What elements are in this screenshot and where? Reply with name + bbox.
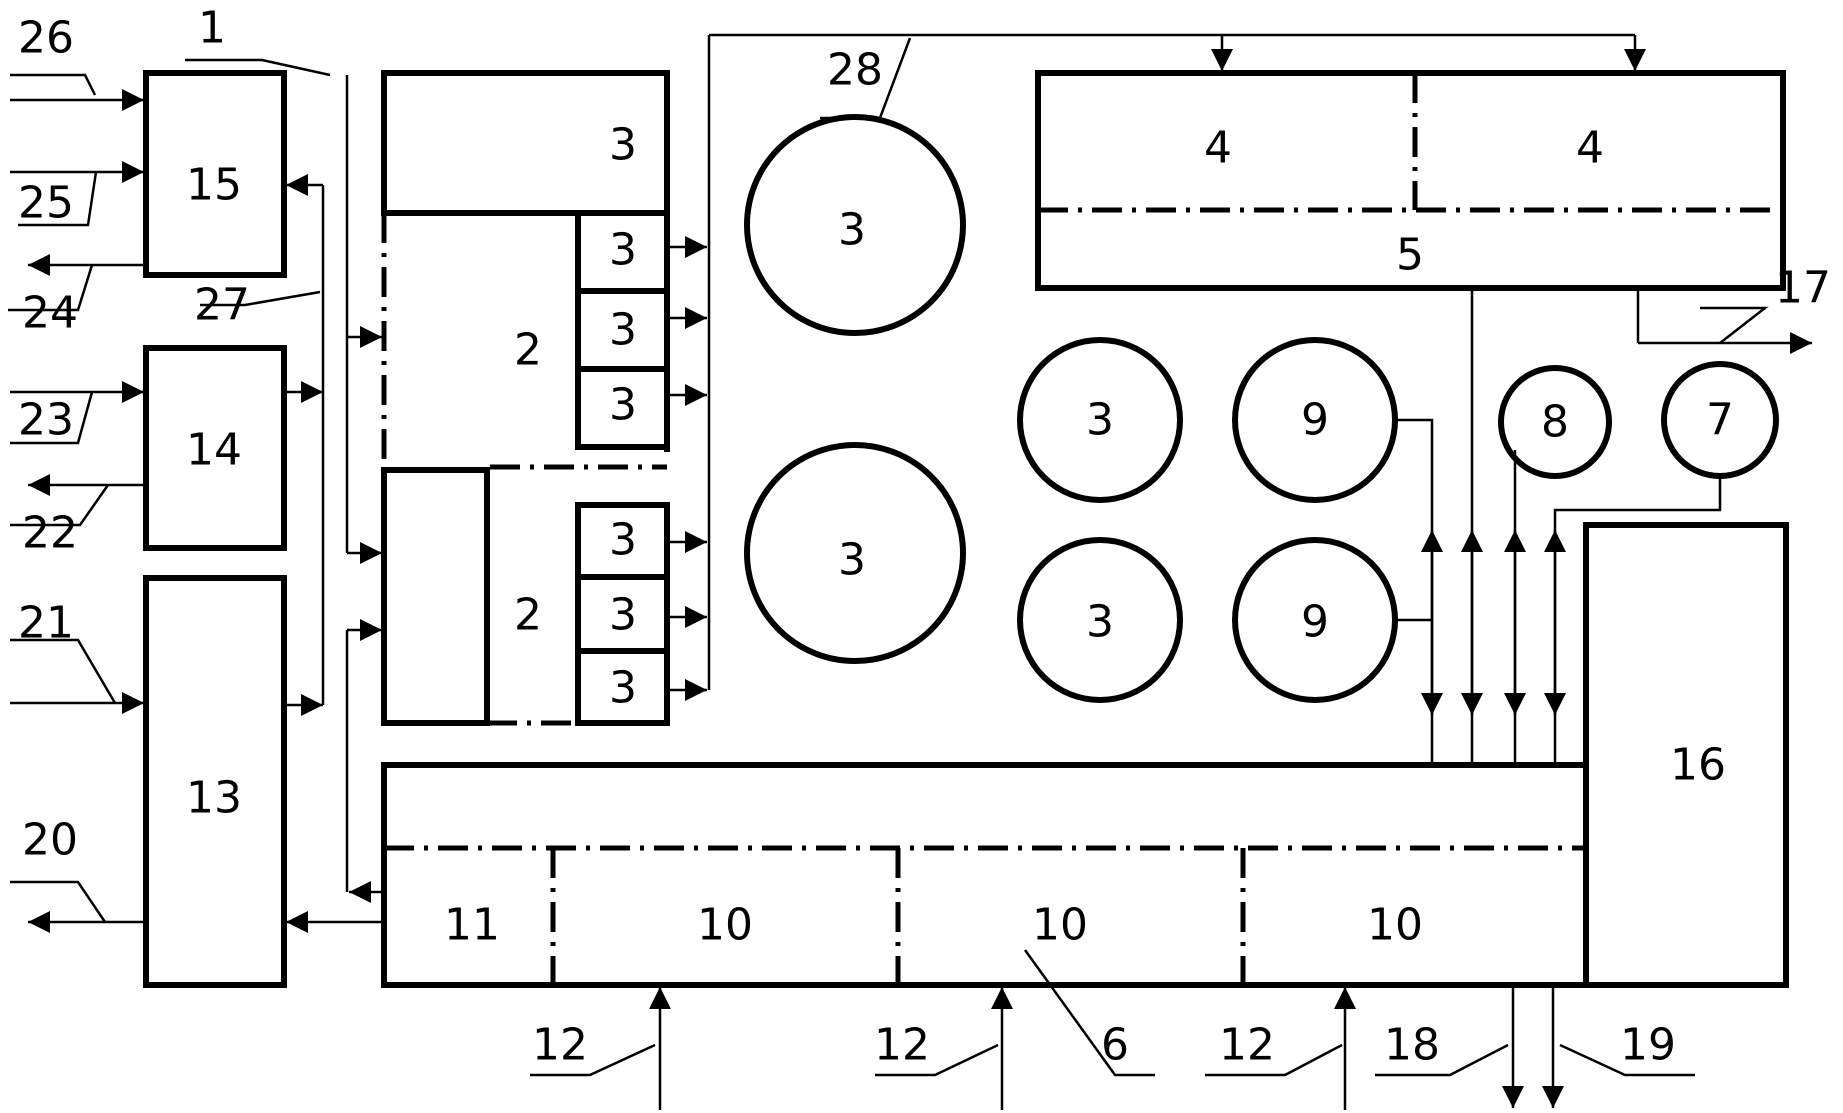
- block-14: [143, 345, 287, 551]
- connections: [10, 33, 1812, 1110]
- label-9-b: 9: [1301, 597, 1329, 648]
- label-25: 25: [18, 178, 74, 229]
- label-13: 13: [186, 773, 242, 824]
- label-9-a: 9: [1301, 395, 1329, 446]
- label-16: 16: [1670, 740, 1726, 791]
- label-11: 11: [444, 900, 500, 951]
- label-3-s1: 3: [609, 225, 637, 276]
- label-10-b: 10: [1032, 900, 1088, 951]
- block-2-inner: [381, 467, 490, 726]
- label-17: 17: [1775, 263, 1831, 314]
- label-24: 24: [22, 288, 78, 339]
- block-16: [1583, 522, 1789, 988]
- label-2-upper: 2: [514, 325, 542, 376]
- label-15: 15: [186, 160, 242, 211]
- label-3-circle-a: 3: [838, 205, 866, 256]
- label-10-c: 10: [1367, 900, 1423, 951]
- block-13: [143, 575, 287, 988]
- label-3-s4: 3: [609, 515, 637, 566]
- label-6: 6: [1101, 1020, 1129, 1071]
- label-20: 20: [22, 815, 78, 866]
- label-3-circle-d: 3: [1086, 597, 1114, 648]
- label-19: 19: [1620, 1020, 1676, 1071]
- block-3-small-3: [575, 366, 670, 450]
- label-23: 23: [18, 395, 74, 446]
- label-12-a: 12: [532, 1020, 588, 1071]
- label-12-c: 12: [1219, 1020, 1275, 1071]
- vessel-3-d: [1017, 537, 1183, 703]
- label-14: 14: [186, 425, 242, 476]
- label-2-lower: 2: [514, 590, 542, 641]
- label-28: 28: [827, 45, 883, 96]
- block-15: [143, 70, 287, 278]
- block-6: [381, 762, 1586, 988]
- label-3-top: 3: [609, 120, 637, 171]
- label-21: 21: [18, 598, 74, 649]
- vessel-8: [1498, 365, 1612, 479]
- label-10-a: 10: [697, 900, 753, 951]
- label-3-circle-c: 3: [1086, 395, 1114, 446]
- label-7: 7: [1706, 395, 1734, 446]
- labels: 1 2 2 3 3 3 3 3 3 3 3 3 3 3 4 4 5 6 7 8 …: [18, 3, 1831, 1071]
- block-4-5: [1035, 70, 1786, 291]
- label-3-s5: 3: [609, 590, 637, 641]
- block-3-small-6: [575, 648, 670, 726]
- label-27: 27: [194, 280, 250, 331]
- label-4-left: 4: [1204, 123, 1232, 174]
- label-4-right: 4: [1576, 123, 1604, 174]
- label-5: 5: [1396, 230, 1424, 281]
- label-3-s2: 3: [609, 305, 637, 356]
- label-22: 22: [22, 508, 78, 559]
- label-3-s6: 3: [609, 663, 637, 714]
- leader-lines: [8, 37, 1769, 1077]
- label-18: 18: [1384, 1020, 1440, 1071]
- label-12-b: 12: [874, 1020, 930, 1071]
- label-3-s3: 3: [609, 380, 637, 431]
- label-26: 26: [18, 13, 74, 64]
- label-1: 1: [198, 3, 226, 54]
- label-3-circle-b: 3: [838, 535, 866, 586]
- label-8: 8: [1541, 397, 1569, 448]
- vessel-3-b: [744, 442, 966, 664]
- vessel-3-c: [1017, 337, 1183, 503]
